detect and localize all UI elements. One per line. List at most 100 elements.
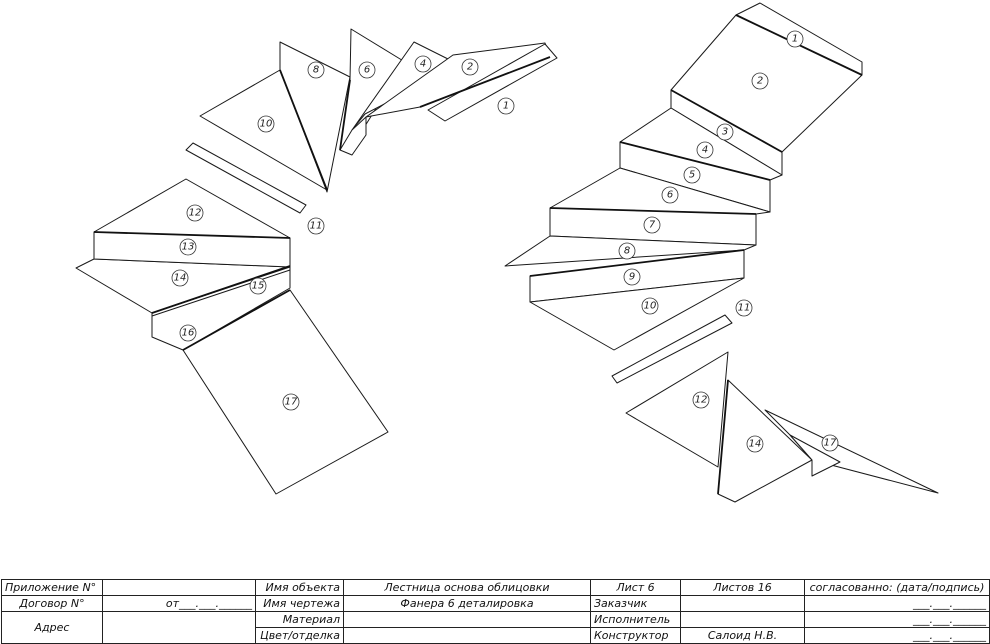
tag-number: 6: [667, 190, 673, 201]
designer-name: Салоид Н.В.: [680, 627, 805, 644]
tag-number: 5: [689, 170, 695, 181]
left-tag-10: 10: [257, 115, 275, 133]
tag-number: 14: [174, 273, 187, 284]
tag-circle: [179, 238, 197, 256]
executor-value: [680, 611, 805, 628]
color-value: [343, 627, 591, 644]
left-tag-13: 13: [179, 238, 197, 256]
approval-label: согласованно: (дата/подпись): [804, 579, 990, 596]
tag-circle: [623, 268, 641, 286]
appendix-value: [102, 579, 256, 596]
tag-number: 17: [824, 438, 837, 449]
r-panel-connector: [789, 434, 841, 477]
left-tag-14: 14: [171, 269, 189, 287]
tag-number: 1: [792, 34, 798, 45]
tag-number: 8: [313, 65, 319, 76]
r-edge-14: [717, 379, 729, 495]
executor-label: Исполнитель: [590, 611, 681, 628]
edge-2-fold: [419, 56, 551, 108]
tag-number: 1: [503, 101, 509, 112]
tag-number: 11: [310, 221, 323, 232]
material-label: Материал: [255, 611, 344, 628]
address-label: Адрес: [1, 611, 103, 644]
tag-circle: [179, 324, 197, 342]
tag-circle: [661, 186, 679, 204]
tag-circle: [643, 216, 661, 234]
tag-number: 11: [738, 303, 751, 314]
right-tag-11: 11: [735, 299, 753, 317]
right-tag-10: 10: [641, 297, 659, 315]
tag-circle: [821, 434, 839, 452]
right-tag-1: 1: [786, 30, 804, 48]
drawing-name-label: Имя чертежа: [255, 595, 344, 612]
tag-circle: [692, 391, 710, 409]
tag-number: 2: [467, 62, 473, 73]
contract-date: от___.___.______: [102, 595, 256, 612]
tag-circle: [358, 61, 376, 79]
right-tag-7: 7: [643, 216, 661, 234]
customer-label: Заказчик: [590, 595, 681, 612]
left-tag-17: 17: [282, 393, 300, 411]
tag-number: 3: [722, 127, 728, 138]
right-tag-8: 8: [618, 242, 636, 260]
tag-circle: [186, 204, 204, 222]
object-name-label: Имя объекта: [255, 579, 344, 596]
appendix-label: Приложение N°: [1, 579, 103, 596]
tag-circle: [683, 166, 701, 184]
date-blank-3: ___.___.______: [804, 627, 990, 644]
panel-4: [351, 41, 461, 131]
tag-number: 14: [749, 439, 762, 450]
left-stair-view: [75, 28, 558, 495]
r-edge-5: [619, 141, 771, 181]
r-edge-9: [529, 249, 745, 277]
left-tag-8: 8: [307, 61, 325, 79]
right-tag-4: 4: [696, 141, 714, 159]
tag-circle: [497, 97, 515, 115]
right-tag-9: 9: [623, 268, 641, 286]
edge-6-fold: [339, 79, 351, 151]
tag-circle: [307, 217, 325, 235]
tag-circle: [618, 242, 636, 260]
object-name-value: Лестница основа облицовки: [343, 579, 591, 596]
tag-number: 15: [252, 281, 265, 292]
r-panel-10: [529, 277, 745, 351]
tag-circle: [461, 58, 479, 76]
panel-8: [279, 41, 351, 193]
tag-circle: [735, 299, 753, 317]
tag-circle: [414, 55, 432, 73]
edge-13-top: [93, 231, 291, 239]
r-panel-12: [625, 351, 729, 468]
right-tag-6: 6: [661, 186, 679, 204]
tag-circle: [716, 123, 734, 141]
date-blank-2: ___.___.______: [804, 611, 990, 628]
edge-16-fold: [182, 289, 291, 351]
r-edge-3: [670, 89, 783, 153]
left-tag-15: 15: [249, 277, 267, 295]
sheets-label: Листов 16: [680, 579, 805, 596]
left-tag-4: 4: [414, 55, 432, 73]
tag-circle: [746, 435, 764, 453]
left-tag-2: 2: [461, 58, 479, 76]
tag-circle: [696, 141, 714, 159]
tag-number: 17: [285, 397, 298, 408]
contract-label: Договор N°: [1, 595, 103, 612]
panel-11: [185, 142, 307, 214]
tag-circle: [786, 30, 804, 48]
tag-circle: [641, 297, 659, 315]
tag-circle: [257, 115, 275, 133]
tag-number: 12: [695, 395, 708, 406]
right-stair-view: [504, 2, 939, 503]
r-panel-11: [611, 314, 733, 384]
tag-circle: [751, 72, 769, 90]
date-blank-1: ___.___.______: [804, 595, 990, 612]
tag-number: 2: [757, 76, 763, 87]
r-edge-7: [549, 207, 757, 215]
tag-circle: [307, 61, 325, 79]
material-value: [343, 611, 591, 628]
tag-circle: [171, 269, 189, 287]
right-tag-17: 17: [821, 434, 839, 452]
left-tag-11: 11: [307, 217, 325, 235]
left-tag-12: 12: [186, 204, 204, 222]
